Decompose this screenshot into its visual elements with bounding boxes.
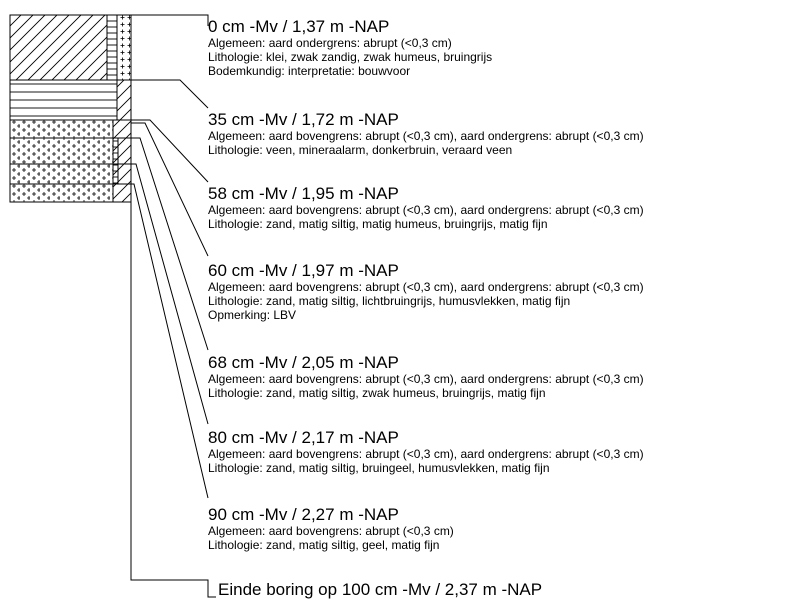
layer-algemeen: Algemeen: aard bovengrens: abrupt (<0,3 … (208, 129, 644, 143)
layer-description-2: 58 cm -Mv / 1,95 m -NAP Algemeen: aard b… (208, 184, 644, 231)
side-fill-top-2 (117, 15, 131, 80)
depth-label: 90 cm -Mv / 2,27 m -NAP (208, 505, 399, 524)
side-fill-top-1 (107, 15, 117, 80)
layer-lithologie: Lithologie: zand, matig siltig, zwak hum… (208, 386, 546, 400)
layer-opmerking: Opmerking: LBV (208, 308, 297, 322)
layer-algemeen: Algemeen: aard bovengrens: abrupt (<0,3 … (208, 524, 454, 538)
layer-fill-3 (10, 138, 113, 164)
layer-fill-5 (10, 184, 113, 202)
end-of-boring-label: Einde boring op 100 cm -Mv / 2,37 m -NAP (218, 580, 543, 599)
layer-lithologie: Lithologie: zand, matig siltig, bruingee… (208, 461, 550, 475)
leader-lines (130, 14, 216, 598)
depth-label: 35 cm -Mv / 1,72 m -NAP (208, 110, 399, 129)
layer-fill-1 (10, 80, 117, 120)
side-fill-sand-2 (113, 138, 118, 184)
leader-line-4 (131, 137, 209, 351)
layer-fill-4 (10, 164, 113, 184)
depth-label: 60 cm -Mv / 1,97 m -NAP (208, 261, 399, 280)
layer-description-6: 90 cm -Mv / 2,27 m -NAP Algemeen: aard b… (208, 505, 454, 552)
layer-lithologie: Lithologie: zand, matig siltig, matig hu… (208, 217, 548, 231)
column-outlines (9, 14, 132, 203)
leader-line-end (130, 202, 216, 598)
layer-description-0: 0 cm -Mv / 1,37 m -NAP Algemeen: aard on… (208, 17, 492, 78)
layer-lithologie: Lithologie: veen, mineraalarm, donkerbru… (208, 143, 513, 157)
leader-line-0 (131, 14, 209, 26)
layer-bodemkundig: Bodemkundig: interpretatie: bouwvoor (208, 64, 411, 78)
layer-algemeen: Algemeen: aard ondergrens: abrupt (<0,3 … (208, 36, 452, 50)
layer-description-5: 80 cm -Mv / 2,17 m -NAP Algemeen: aard b… (208, 428, 644, 475)
layer-lithologie: Lithologie: klei, zwak zandig, zwak hume… (208, 50, 493, 64)
layer-algemeen: Algemeen: aard bovengrens: abrupt (<0,3 … (208, 447, 644, 461)
layer-algemeen: Algemeen: aard bovengrens: abrupt (<0,3 … (208, 280, 644, 294)
layer-fill-0 (10, 15, 107, 80)
layer-description-3: 60 cm -Mv / 1,97 m -NAP Algemeen: aard b… (208, 261, 644, 322)
layer-description-1: 35 cm -Mv / 1,72 m -NAP Algemeen: aard b… (208, 110, 644, 157)
main-column (10, 15, 117, 202)
leader-line-1 (131, 79, 209, 109)
layer-description-4: 68 cm -Mv / 2,05 m -NAP Algemeen: aard b… (208, 353, 644, 400)
side-fill-peat (117, 80, 131, 120)
layer-fill-2 (10, 120, 113, 138)
depth-label: 80 cm -Mv / 2,17 m -NAP (208, 428, 399, 447)
depth-label: 0 cm -Mv / 1,37 m -NAP (208, 17, 390, 36)
layer-lithologie: Lithologie: zand, matig siltig, lichtbru… (208, 294, 571, 308)
leader-line-2 (131, 119, 209, 183)
leader-line-6 (131, 183, 209, 499)
leader-line-5 (131, 163, 209, 425)
depth-label: 68 cm -Mv / 2,05 m -NAP (208, 353, 399, 372)
depth-label: 58 cm -Mv / 1,95 m -NAP (208, 184, 399, 203)
leader-line-3 (131, 122, 209, 257)
layer-algemeen: Algemeen: aard bovengrens: abrupt (<0,3 … (208, 372, 644, 386)
layer-lithologie: Lithologie: zand, matig siltig, geel, ma… (208, 538, 440, 552)
layer-algemeen: Algemeen: aard bovengrens: abrupt (<0,3 … (208, 203, 644, 217)
